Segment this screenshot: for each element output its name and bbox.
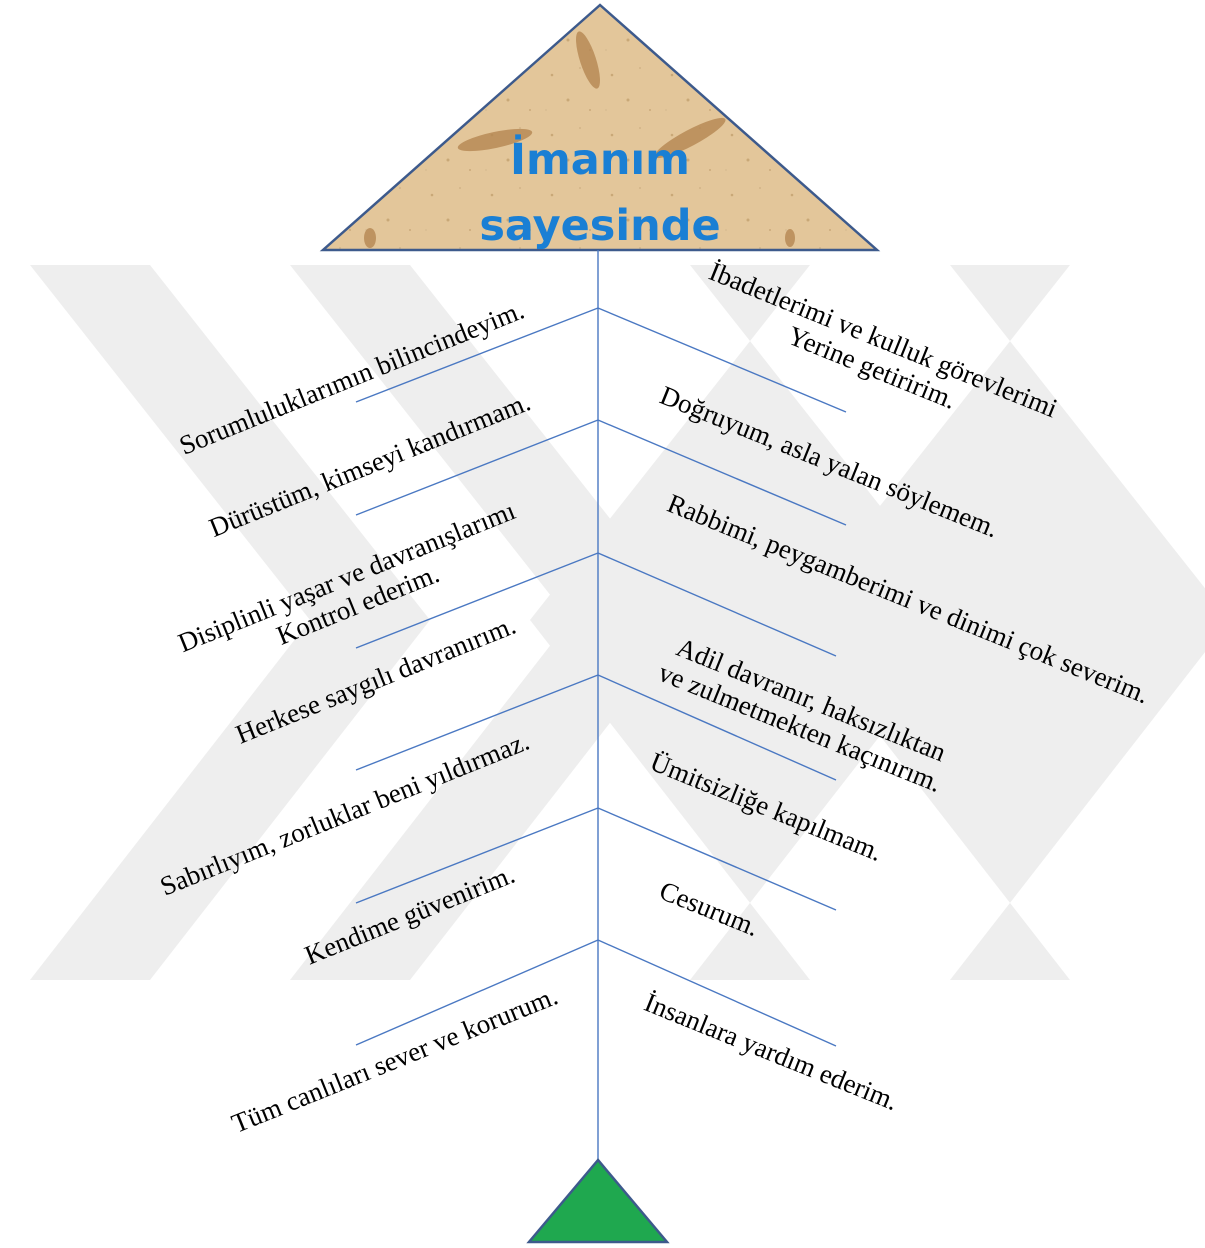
bone-line: [597, 939, 837, 1047]
bone-line: [597, 419, 847, 526]
left-bone-label: Tüm canlıları sever ve korurum.: [227, 980, 561, 1138]
head-triangle: [319, 3, 881, 252]
bone-line: [355, 939, 599, 1046]
bone-line: [355, 307, 599, 403]
head-title-line2: sayesinde: [479, 201, 720, 251]
bone-line: [597, 807, 837, 911]
right-bone-label-line: İnsanlara yardım ederim.: [640, 987, 902, 1116]
bone-line: [597, 552, 837, 657]
fish-head: İmanım sayesinde: [319, 3, 881, 252]
fossil-fish-icon: [364, 31, 795, 248]
right-bone-label: İnsanlara yardım ederim.: [640, 987, 902, 1116]
fish-tail: [526, 1158, 670, 1244]
bone-line: [597, 674, 837, 781]
watermark: [30, 265, 1205, 980]
bone-line: [355, 419, 599, 516]
bone-line: [597, 307, 847, 413]
fish-bones: [355, 307, 847, 1047]
head-title-line1: İmanım: [510, 134, 690, 185]
bone-line: [355, 807, 599, 904]
left-bone-label-line: Tüm canlıları sever ve korurum.: [227, 980, 561, 1138]
bone-line: [355, 552, 599, 649]
bone-line: [355, 674, 599, 771]
